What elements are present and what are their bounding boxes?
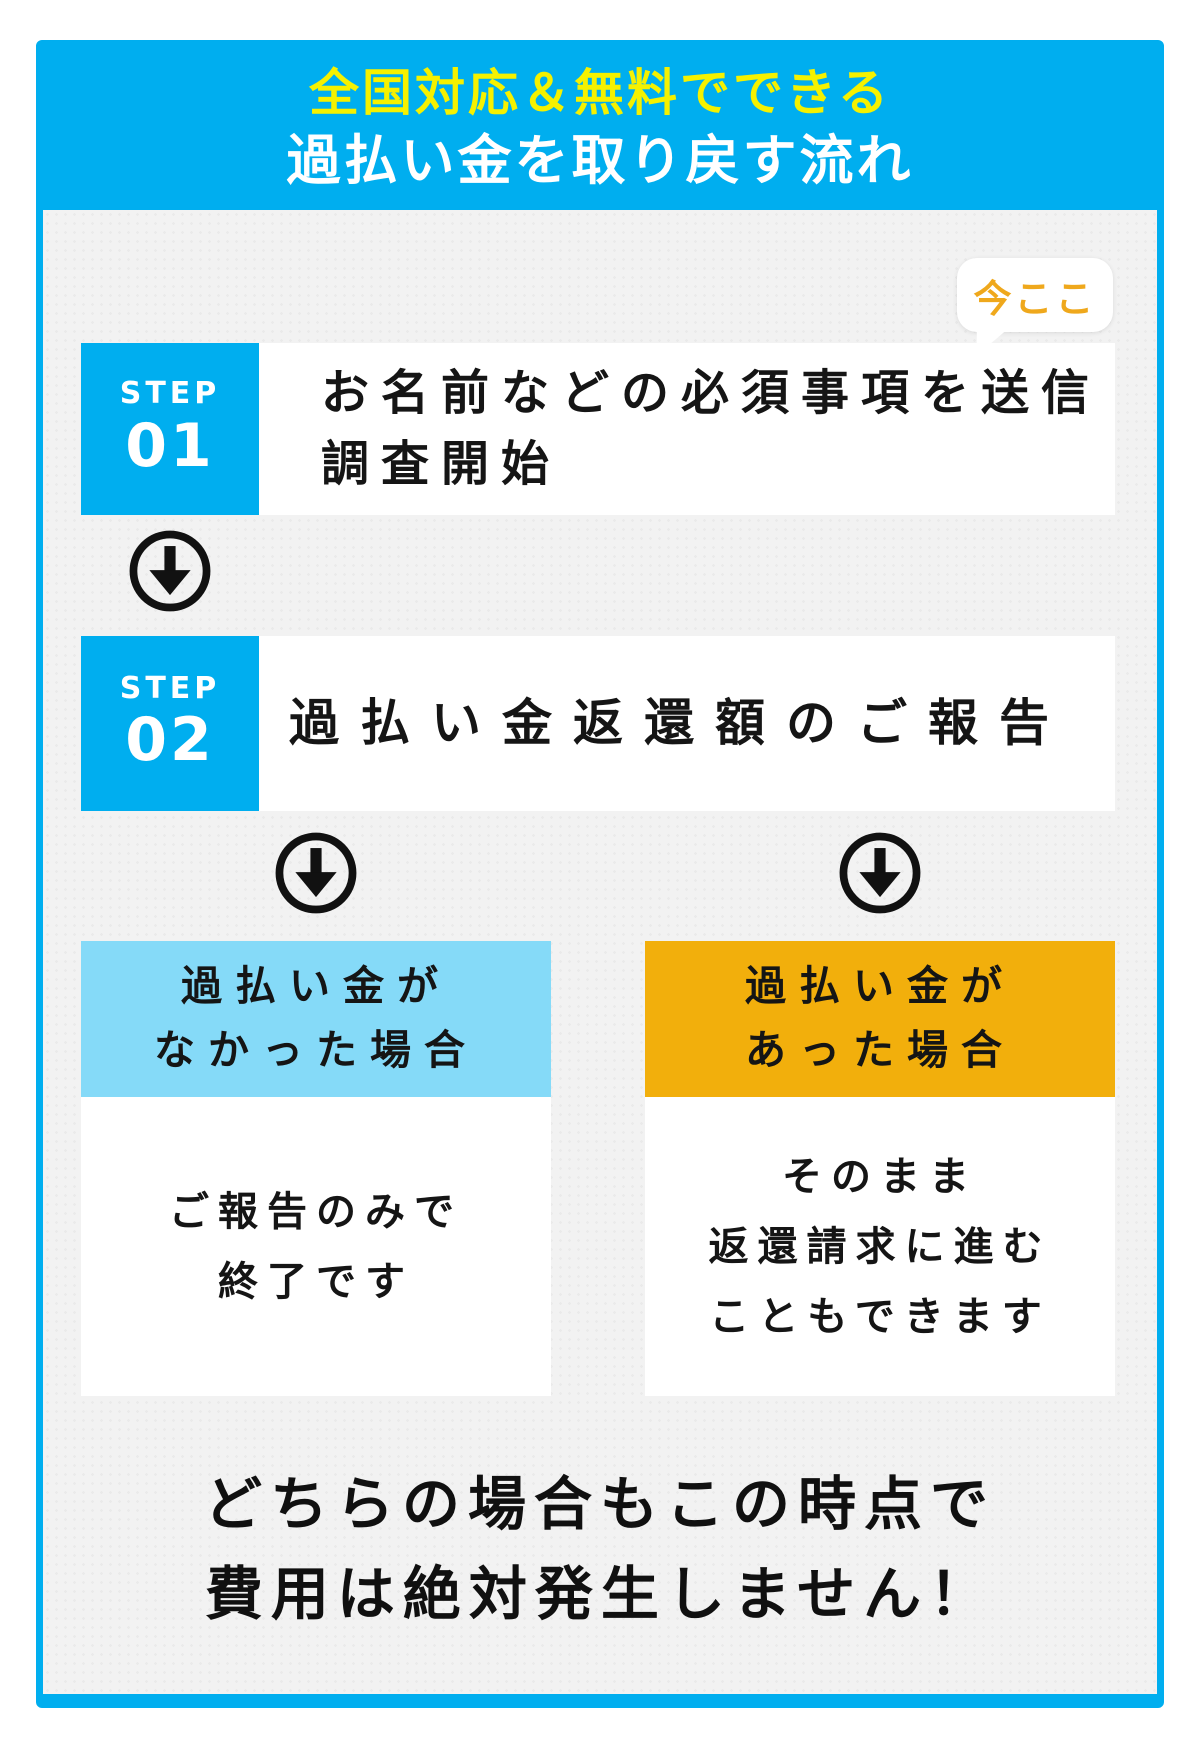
no-cost-note-line2: 費用は絶対発生しません！ bbox=[204, 1559, 996, 1628]
branch-refund-exists-header-line1: 過払い金が bbox=[745, 962, 1015, 1011]
current-position-bubble: 今ここ bbox=[957, 258, 1113, 362]
bubble-tail bbox=[969, 320, 1010, 362]
flow-card: 全国対応＆無料でできる 過払い金を取り戻す流れ 今ここ STEP 01 お名前な… bbox=[36, 40, 1164, 1708]
step-2-row: STEP 02 過払い金返還額のご報告 bbox=[81, 636, 1115, 811]
current-position-label: 今ここ bbox=[973, 276, 1097, 321]
down-arrow-icon bbox=[127, 528, 213, 614]
header-title-line2: 過払い金を取り戻す流れ bbox=[286, 129, 914, 193]
branch-no-refund-header-line1: 過払い金が bbox=[181, 962, 451, 1011]
step-1-title: お名前などの必須事項を送信 調査開始 bbox=[259, 343, 1101, 515]
card-header: 全国対応＆無料でできる 過払い金を取り戻す流れ bbox=[43, 47, 1157, 210]
step-1-title-line1: お名前などの必須事項を送信 bbox=[321, 364, 1102, 421]
branch-no-refund-header-line2: なかった場合 bbox=[154, 1026, 478, 1074]
branch-refund-exists-header-line2: あった場合 bbox=[745, 1026, 1015, 1074]
branch-refund-exists-body-line2: 返還請求に進む bbox=[708, 1223, 1052, 1270]
branch-refund-exists-body-line1: そのまま bbox=[782, 1153, 978, 1200]
step-2-word: STEP bbox=[119, 670, 221, 706]
down-arrow-icon bbox=[273, 830, 359, 916]
step-1-number: 01 bbox=[125, 410, 215, 481]
branch-no-refund-header: 過払い金が なかった場合 bbox=[81, 941, 551, 1097]
down-arrow-icon bbox=[837, 830, 923, 916]
step-1-row: STEP 01 お名前などの必須事項を送信 調査開始 bbox=[81, 343, 1115, 515]
branch-no-refund-body-line1: ご報告のみで bbox=[169, 1188, 463, 1235]
no-cost-note: どちらの場合もこの時点で 費用は絶対発生しません！ bbox=[43, 1460, 1157, 1640]
step-2-number: 02 bbox=[125, 705, 215, 776]
no-cost-note-line1: どちらの場合もこの時点で bbox=[203, 1470, 996, 1538]
step-2-title: 過払い金返還額のご報告 bbox=[259, 636, 1070, 811]
step-1-badge: STEP 01 bbox=[81, 343, 259, 515]
step-1-title-line2: 調査開始 bbox=[321, 436, 562, 492]
branch-no-refund-body-line2: 終了です bbox=[218, 1258, 414, 1305]
card-body: 今ここ STEP 01 お名前などの必須事項を送信 調査開始 STEP bbox=[43, 210, 1157, 1694]
branch-refund-exists-body-line3: こともできます bbox=[709, 1293, 1051, 1340]
branch-no-refund-body: ご報告のみで 終了です bbox=[81, 1097, 551, 1396]
branch-refund-exists-header: 過払い金が あった場合 bbox=[645, 941, 1115, 1097]
step-2-title-line1: 過払い金返還額のご報告 bbox=[289, 694, 1070, 752]
branch-no-refund: 過払い金が なかった場合 ご報告のみで 終了です bbox=[81, 941, 551, 1396]
branch-refund-exists-body: そのまま 返還請求に進む こともできます bbox=[645, 1097, 1115, 1396]
step-2-badge: STEP 02 bbox=[81, 636, 259, 811]
step-1-word: STEP bbox=[119, 376, 221, 412]
header-title-line1: 全国対応＆無料でできる bbox=[309, 64, 891, 123]
branch-refund-exists: 過払い金が あった場合 そのまま 返還請求に進む こともできます bbox=[645, 941, 1115, 1396]
